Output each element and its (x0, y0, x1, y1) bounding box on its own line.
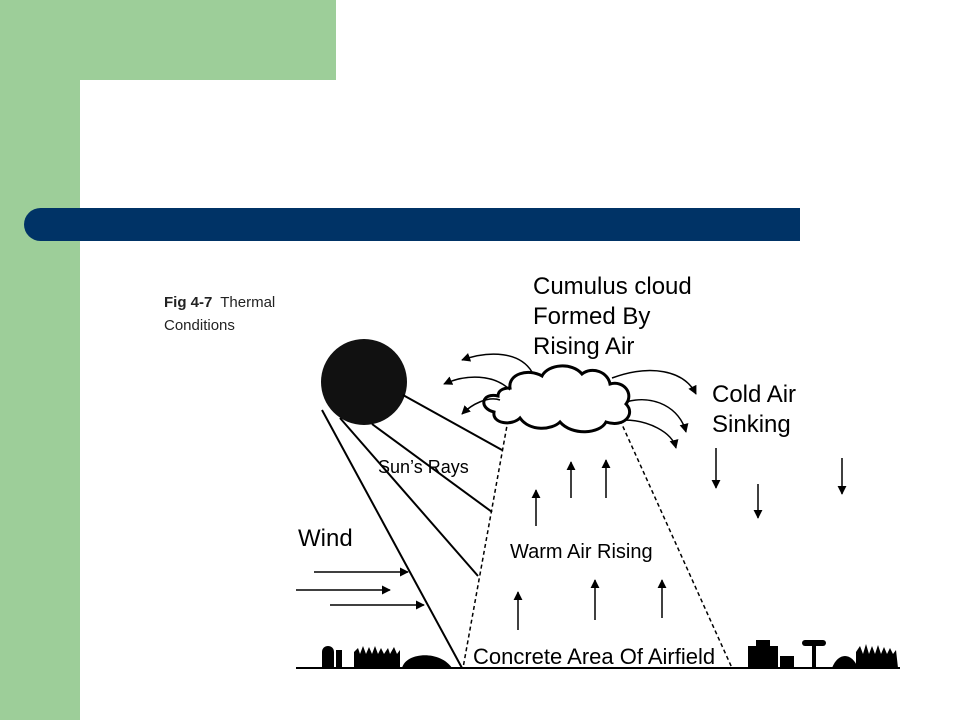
cold-air-label-line1: Cold Air (712, 381, 796, 408)
suns-rays-label: Sun’s Rays (378, 457, 469, 477)
sun-icon (321, 339, 407, 425)
cold-air-arrows (711, 448, 847, 519)
green-top-block (0, 0, 336, 80)
cold-air-label-line2: Sinking (712, 411, 791, 438)
warm-air-label: Warm Air Rising (510, 541, 653, 563)
warm-air-arrows (513, 459, 667, 630)
wind-arrows (296, 567, 425, 610)
outflow-arrows (443, 353, 697, 449)
cloud-label-line1: Cumulus cloud (533, 273, 692, 300)
concrete-area-label: Concrete Area Of Airfield (473, 644, 715, 669)
green-sidebar (0, 0, 80, 720)
figure-caption-line2: Conditions (164, 317, 235, 334)
wind-label: Wind (298, 525, 353, 552)
rising-air-cone (462, 419, 733, 669)
title-bar (24, 208, 800, 241)
cumulus-cloud-icon (482, 364, 632, 434)
left-skyline-icon (322, 646, 452, 668)
figure-caption-line1: Fig 4-7 Thermal (164, 294, 275, 311)
thermal-conditions-diagram: Fig 4-7 Thermal Conditions (164, 273, 900, 669)
figure-caption-text: Thermal (220, 294, 275, 311)
right-skyline-icon (748, 640, 898, 668)
cloud-label-line2: Formed By (533, 303, 650, 330)
sun-rays (321, 394, 503, 669)
cloud-label-line3: Rising Air (533, 333, 634, 360)
figure-caption-number: Fig 4-7 (164, 294, 212, 311)
